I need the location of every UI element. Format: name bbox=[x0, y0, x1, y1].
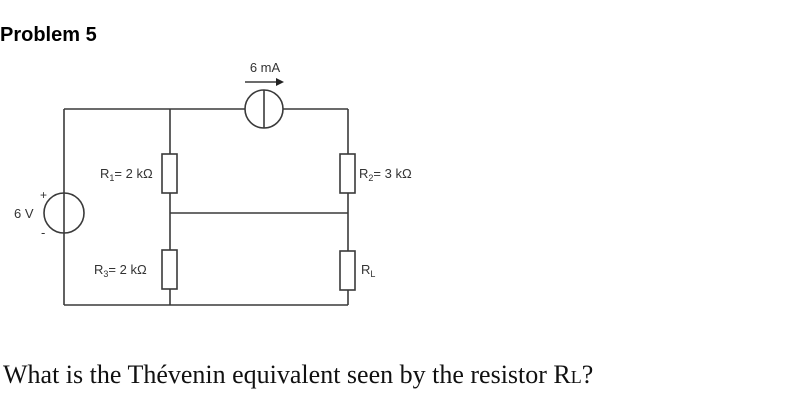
resistor-r2 bbox=[339, 153, 356, 194]
r2-label: R2= 3 kΩ bbox=[359, 166, 412, 183]
rl-label: RL bbox=[361, 262, 375, 279]
current-source: 6 mA bbox=[244, 60, 284, 129]
current-source-label: 6 mA bbox=[250, 60, 281, 75]
minus-sign: - bbox=[41, 225, 45, 240]
voltage-source-label: 6 V bbox=[14, 206, 34, 221]
resistor-r3 bbox=[161, 249, 178, 290]
problem-title: Problem 5 bbox=[0, 24, 97, 46]
current-direction-arrow-icon bbox=[276, 78, 284, 86]
voltage-source: 6 V + - bbox=[14, 188, 85, 240]
circuit-diagram: 6 mA 6 V + - R1= 2 kΩ R2= 3 kΩ R3= 2 kΩ … bbox=[14, 60, 412, 306]
resistor-r1 bbox=[161, 153, 178, 194]
r1-label: R1= 2 kΩ bbox=[100, 166, 153, 183]
r3-label: R3= 2 kΩ bbox=[94, 262, 147, 279]
resistor-rl bbox=[339, 250, 356, 291]
plus-sign: + bbox=[40, 188, 47, 202]
question-text: What is the Thévenin equivalent seen by … bbox=[3, 360, 593, 389]
